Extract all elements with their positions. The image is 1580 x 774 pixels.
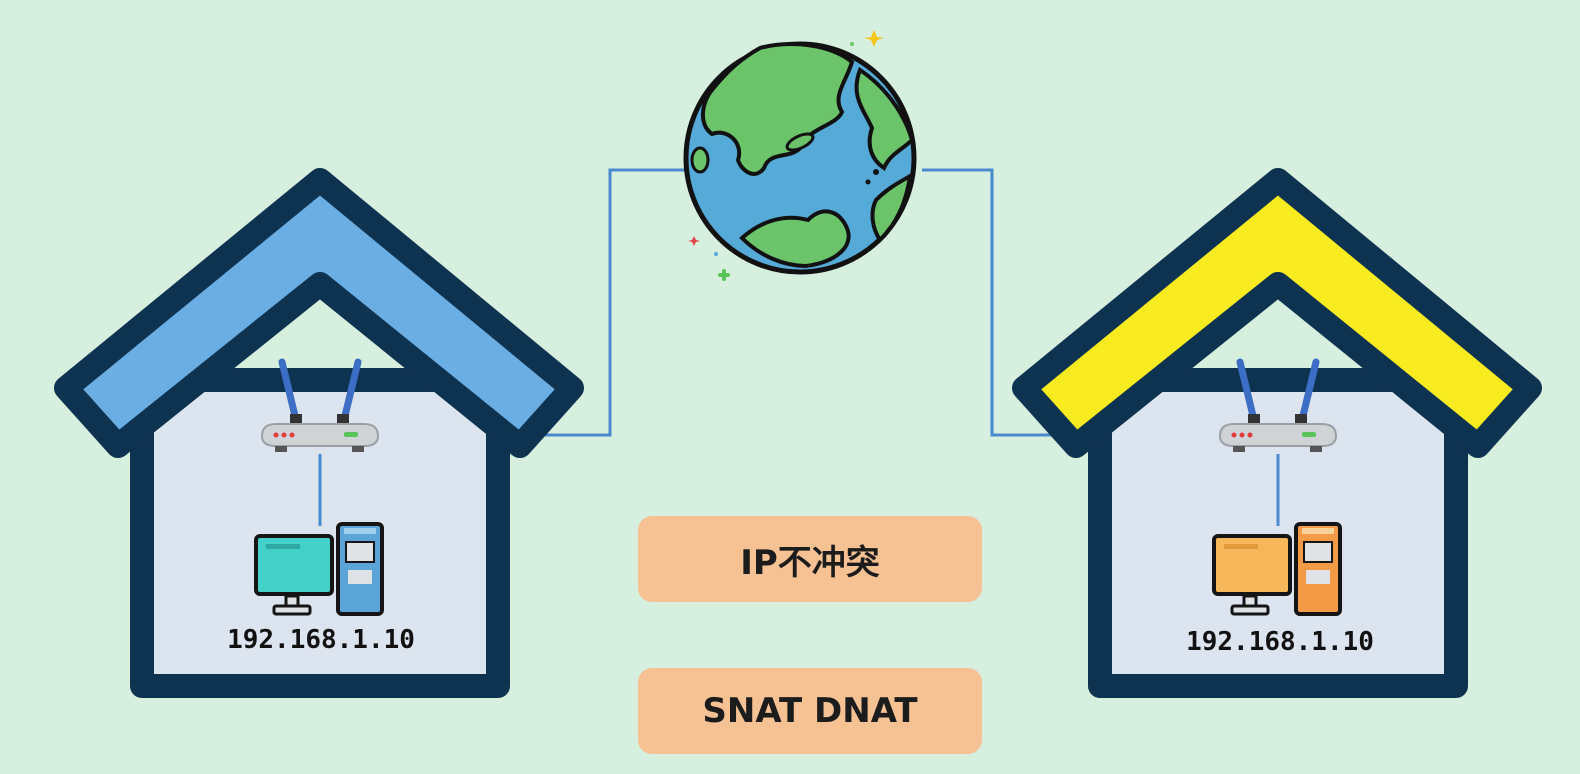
left-tower (336, 522, 384, 616)
left-monitor (254, 534, 334, 596)
right-router-icon (1218, 358, 1338, 452)
right-desktop-computer-icon (1212, 522, 1342, 616)
globe-icon (683, 41, 917, 275)
left-house-icon: 192.168.1.10 (54, 168, 584, 698)
left-pc-ip: 192.168.1.10 (227, 625, 415, 655)
left-desktop-computer-icon (254, 522, 384, 616)
right-house-icon: 192.168.1.10 (1012, 168, 1542, 698)
right-monitor (1212, 534, 1292, 596)
right-house-roof (1012, 168, 1542, 458)
left-router-icon (260, 358, 380, 452)
right-tower (1294, 522, 1342, 616)
snat-dnat-label: SNAT DNAT (638, 668, 982, 754)
left-house-roof (54, 168, 584, 458)
ip-no-conflict-label: IP不冲突 (638, 516, 982, 602)
sparkle-icon (688, 30, 884, 281)
right-pc-ip: 192.168.1.10 (1186, 627, 1374, 657)
